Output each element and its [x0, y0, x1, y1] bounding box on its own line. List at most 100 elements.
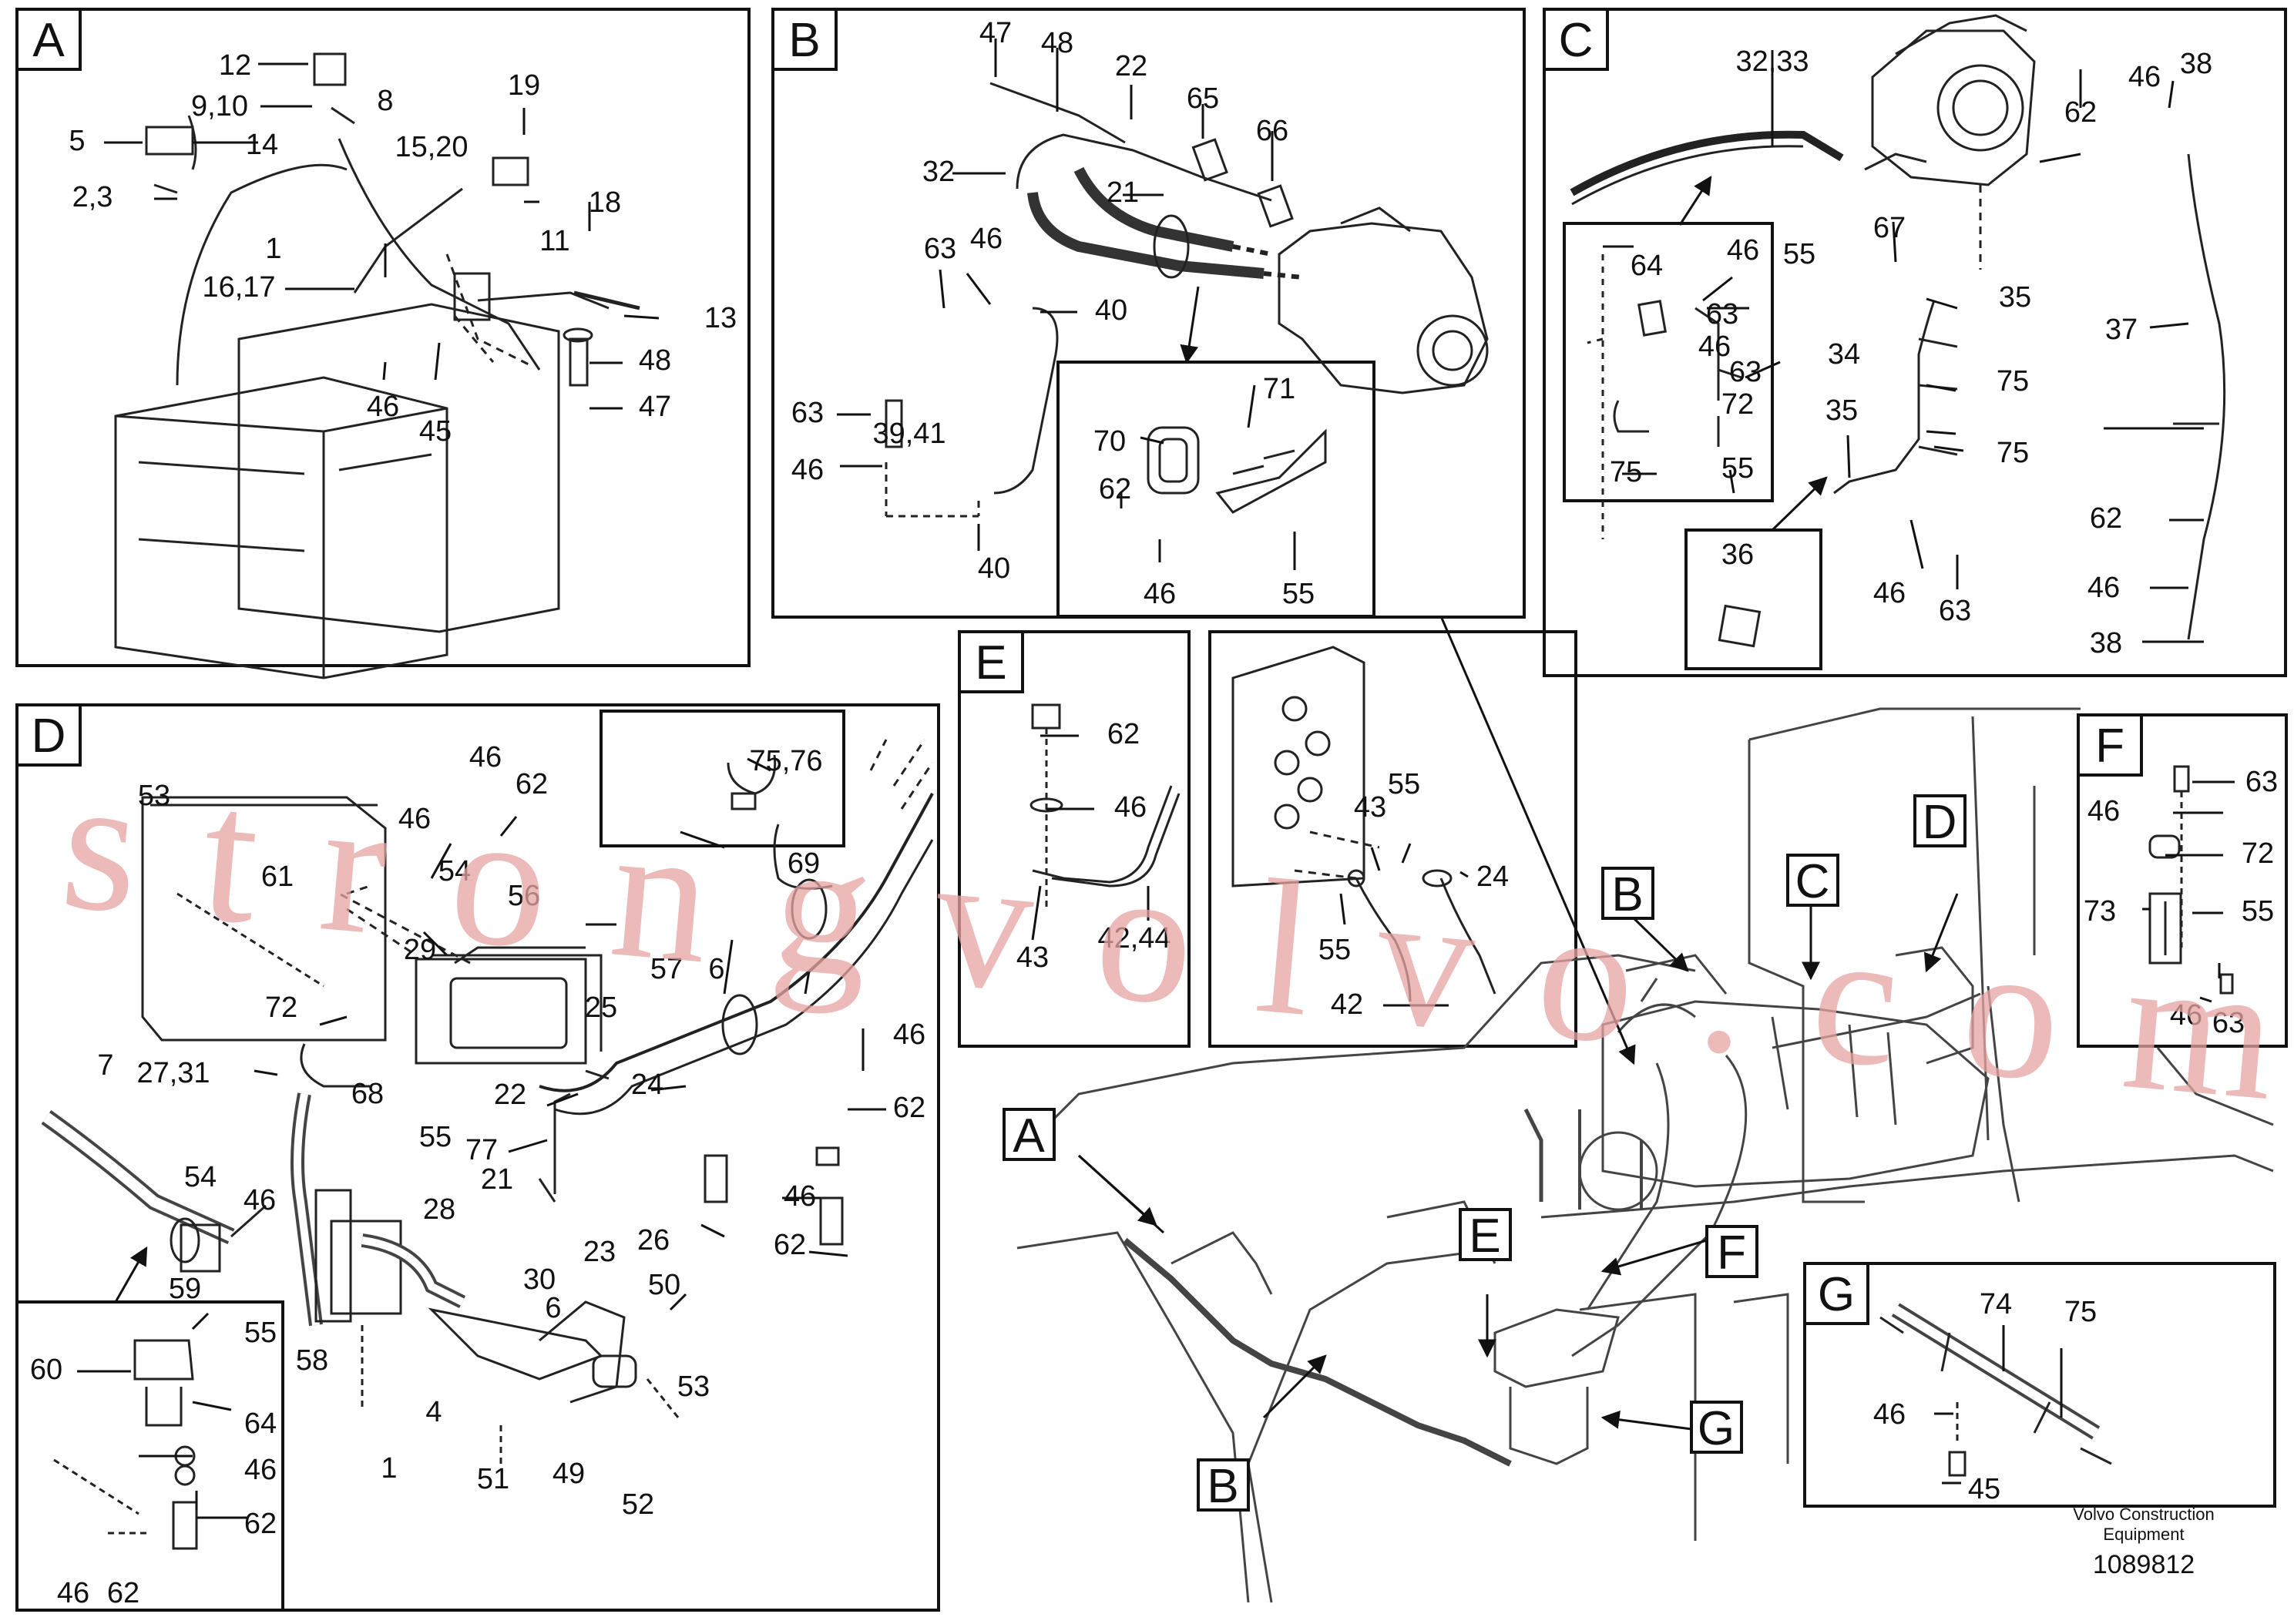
- part-label-d: 61: [261, 861, 294, 893]
- part-label-d: 51: [477, 1463, 509, 1495]
- part-label-c: 37: [2105, 314, 2138, 346]
- part-label-a: 8: [377, 85, 393, 117]
- part-label-d: 64: [244, 1408, 277, 1440]
- part-label-d: 69: [788, 847, 820, 880]
- part-label-d: 58: [296, 1344, 328, 1377]
- part-label-a: 16,17: [202, 271, 275, 304]
- part-label-b: 22: [1115, 50, 1147, 82]
- part-label-d: 46: [398, 803, 431, 835]
- panel-a-drawing: [114, 52, 640, 679]
- part-label-a: 48: [639, 344, 671, 377]
- part-label-b: 32: [922, 156, 955, 188]
- part-label-a: 5: [69, 125, 85, 157]
- part-label-d: 28: [423, 1193, 455, 1226]
- part-label-e: 46: [1114, 791, 1147, 824]
- part-label-b: 65: [1187, 82, 1219, 115]
- part-label-c: 55: [1783, 238, 1815, 270]
- callout-letter: F: [1717, 1226, 1746, 1280]
- part-label-c: 46: [1873, 577, 1906, 609]
- part-label-d: 7: [97, 1049, 113, 1082]
- part-label-d: 72: [265, 992, 297, 1024]
- part-label-e2: 42: [1331, 988, 1363, 1021]
- part-label-b: 40: [978, 552, 1010, 585]
- part-label-d: 68: [351, 1078, 384, 1110]
- part-label-e: 43: [1016, 941, 1049, 974]
- part-label-b: 40: [1095, 294, 1127, 327]
- part-label-f: 73: [2084, 895, 2116, 928]
- part-label-d: 46: [784, 1180, 816, 1213]
- panel-c-drawing: [1570, 14, 2226, 648]
- part-label-g: 75: [2064, 1296, 2097, 1328]
- callout-letter: E: [1469, 1210, 1500, 1263]
- part-label-d: 46: [57, 1577, 89, 1609]
- part-label-a: 45: [419, 415, 452, 448]
- part-label-c: 46: [2087, 572, 2120, 604]
- part-label-c: 35: [1825, 394, 1858, 427]
- part-label-c: 72: [1721, 388, 1754, 421]
- panel-letter-a: A: [32, 14, 65, 67]
- callout-letter: G: [1698, 1402, 1735, 1455]
- publisher-line-2: Equipment: [2103, 1525, 2184, 1544]
- part-label-g: 74: [1980, 1288, 2012, 1320]
- callout-letter: B: [1207, 1460, 1238, 1513]
- part-label-c: 38: [2180, 48, 2212, 80]
- part-label-b: 21: [1107, 176, 1139, 209]
- part-label-d: 62: [774, 1229, 806, 1261]
- part-label-d: 75,76: [749, 745, 822, 777]
- part-label-a: 2,3: [72, 181, 113, 213]
- machine-overview-drawing: [1016, 707, 2274, 1603]
- part-label-d: 77: [465, 1134, 498, 1166]
- panel-e-drawing: [1029, 646, 1496, 1002]
- part-label-b: 46: [1144, 578, 1176, 610]
- part-label-f: 72: [2242, 837, 2274, 870]
- part-label-b: 62: [1099, 473, 1131, 505]
- part-label-a: 14: [246, 129, 278, 161]
- part-label-a: 1: [265, 233, 281, 265]
- part-label-c: 38: [2090, 627, 2122, 659]
- part-label-d: 62: [244, 1508, 277, 1540]
- part-label-f: 63: [2212, 1007, 2245, 1039]
- part-label-a: 15,20: [395, 131, 468, 163]
- part-label-g: 46: [1873, 1398, 1906, 1431]
- part-label-d: 53: [677, 1371, 710, 1403]
- part-label-b: 71: [1263, 373, 1295, 405]
- part-label-d: 54: [438, 855, 471, 887]
- part-label-c: 63: [1939, 595, 1971, 627]
- part-label-d: 62: [107, 1577, 139, 1609]
- part-label-g: 45: [1968, 1473, 2000, 1505]
- callout-letter: A: [1013, 1109, 1045, 1163]
- part-label-a: 18: [589, 186, 621, 219]
- part-label-c: 35: [1999, 281, 2031, 314]
- part-label-c: 75: [1997, 365, 2029, 398]
- part-label-b: 55: [1282, 578, 1315, 610]
- part-label-a: 47: [639, 391, 671, 423]
- part-label-c: 32,33: [1735, 45, 1809, 78]
- panel-letter-e: E: [975, 636, 1006, 690]
- part-label-a: 12: [219, 49, 251, 82]
- part-label-b: 39,41: [872, 418, 945, 450]
- part-label-d: 50: [648, 1269, 680, 1301]
- part-label-d: 29: [404, 934, 436, 966]
- part-label-d: 27,31: [136, 1057, 210, 1089]
- part-label-c: 75: [1610, 456, 1642, 488]
- part-label-d: 54: [184, 1161, 217, 1193]
- part-label-d: 60: [30, 1354, 62, 1386]
- document-number: 1089812: [2093, 1550, 2195, 1579]
- part-label-d: 52: [622, 1488, 654, 1521]
- part-label-a: 46: [367, 391, 399, 423]
- part-label-c: 67: [1873, 212, 1906, 244]
- part-label-b: 47: [979, 17, 1012, 49]
- part-label-d: 49: [553, 1458, 585, 1490]
- part-label-e2: 55: [1318, 934, 1351, 966]
- panel-letter-b: B: [788, 14, 820, 67]
- part-label-c: 63: [1729, 356, 1762, 388]
- part-label-b: 63: [924, 233, 956, 265]
- part-label-f: 46: [2170, 999, 2202, 1032]
- part-label-d: 46: [469, 741, 502, 773]
- callout-letter: D: [1923, 796, 1957, 849]
- part-label-d: 55: [244, 1317, 277, 1349]
- callout-letter: B: [1611, 868, 1643, 921]
- part-label-f: 55: [2242, 895, 2274, 928]
